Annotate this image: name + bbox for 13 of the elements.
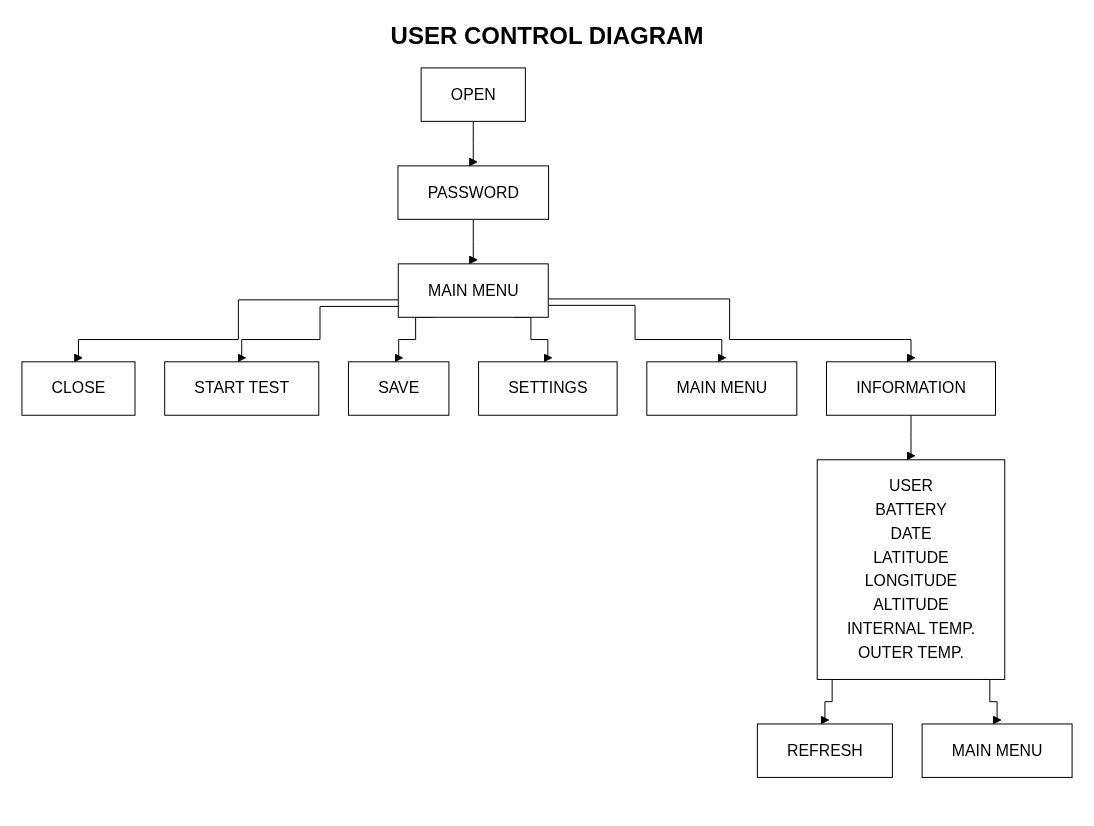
diagram-title: USER CONTROL DIAGRAM [390,22,704,50]
node-box: MAIN MENU [646,361,798,416]
node-box: INFORMATION [826,361,996,416]
node-box: CLOSE [21,361,136,416]
node-box: OPEN [420,67,526,122]
node-box: START TEST [164,361,320,416]
node-box: SAVE [347,361,450,416]
node-box: PASSWORD [397,165,550,220]
node-box: MAIN MENU [397,263,549,318]
node-box: MAIN MENU [921,723,1073,778]
node-box: USER BATTERY DATE LATITUDE LONGITUDE ALTITUDE INTERNAL TEMP. OUTER TEMP. [816,459,1006,680]
node-box: REFRESH [756,723,893,778]
node-box: SETTINGS [478,361,618,416]
